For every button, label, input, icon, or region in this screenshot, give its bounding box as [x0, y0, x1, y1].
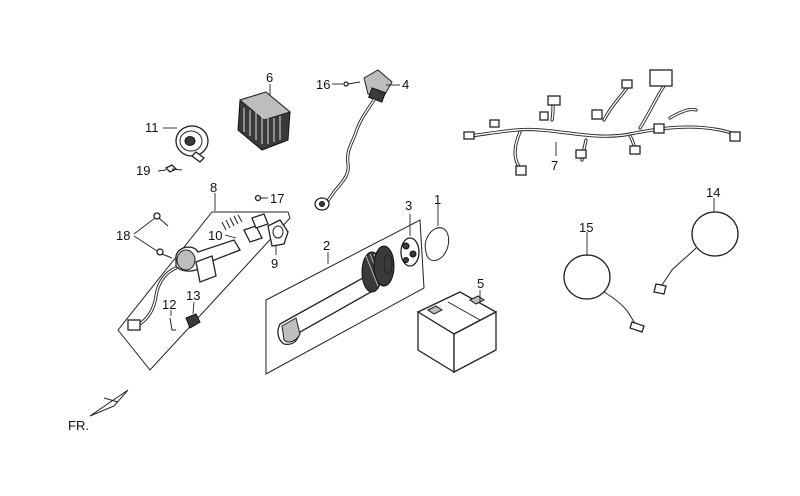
label-8: 8 — [210, 180, 217, 195]
sensor-part-4[interactable]: 4 — [314, 69, 409, 211]
mirror-part-15[interactable]: 15 — [563, 220, 645, 333]
kickstarter-part-2[interactable] — [277, 245, 395, 346]
screw-part-16[interactable]: 16 — [316, 77, 361, 92]
label-7: 7 — [551, 158, 558, 173]
label-11: 11 — [145, 120, 159, 135]
label-15: 15 — [579, 220, 593, 235]
solenoid-part-10[interactable]: 10 — [175, 213, 269, 283]
bolt-part-19[interactable]: 19 — [136, 163, 183, 178]
label-2: 2 — [323, 238, 330, 253]
label-5: 5 — [477, 276, 484, 291]
wire-harness-part-7[interactable]: 7 — [463, 69, 741, 176]
label-17: 17 — [270, 191, 284, 206]
oring-part-1[interactable]: 1 — [424, 192, 450, 261]
label-14: 14 — [706, 185, 720, 200]
mirror-part-14[interactable]: 14 — [653, 185, 739, 295]
gasket-part-3[interactable]: 3 — [400, 198, 420, 267]
label-1: 1 — [434, 192, 441, 207]
screw-part-17[interactable]: 17 — [254, 191, 285, 206]
label-10: 10 — [208, 228, 222, 243]
clip-part-13[interactable]: 13 — [185, 288, 201, 329]
clip-part-12[interactable]: 12 — [162, 297, 176, 331]
label-4: 4 — [402, 77, 409, 92]
front-direction-indicator: FR. — [68, 389, 129, 433]
label-16: 16 — [316, 77, 330, 92]
label-6: 6 — [266, 70, 273, 85]
cap-part-9[interactable]: 9 — [267, 219, 289, 271]
label-3: 3 — [405, 198, 412, 213]
label-19: 19 — [136, 163, 150, 178]
horn-part-11[interactable]: 11 — [145, 120, 209, 163]
screws-part-18[interactable]: 18 — [116, 212, 173, 259]
label-9: 9 — [271, 256, 278, 271]
label-18: 18 — [116, 228, 130, 243]
kickstarter-group-outline: 2 — [265, 219, 425, 375]
label-12: 12 — [162, 297, 176, 312]
starter-group-outline: 8 — [117, 180, 291, 371]
regulator-part-6[interactable]: 6 — [237, 70, 292, 151]
battery-part-5[interactable]: 5 — [416, 276, 498, 374]
label-13: 13 — [186, 288, 200, 303]
starter-cable[interactable] — [127, 266, 178, 331]
front-label: FR. — [68, 418, 89, 433]
